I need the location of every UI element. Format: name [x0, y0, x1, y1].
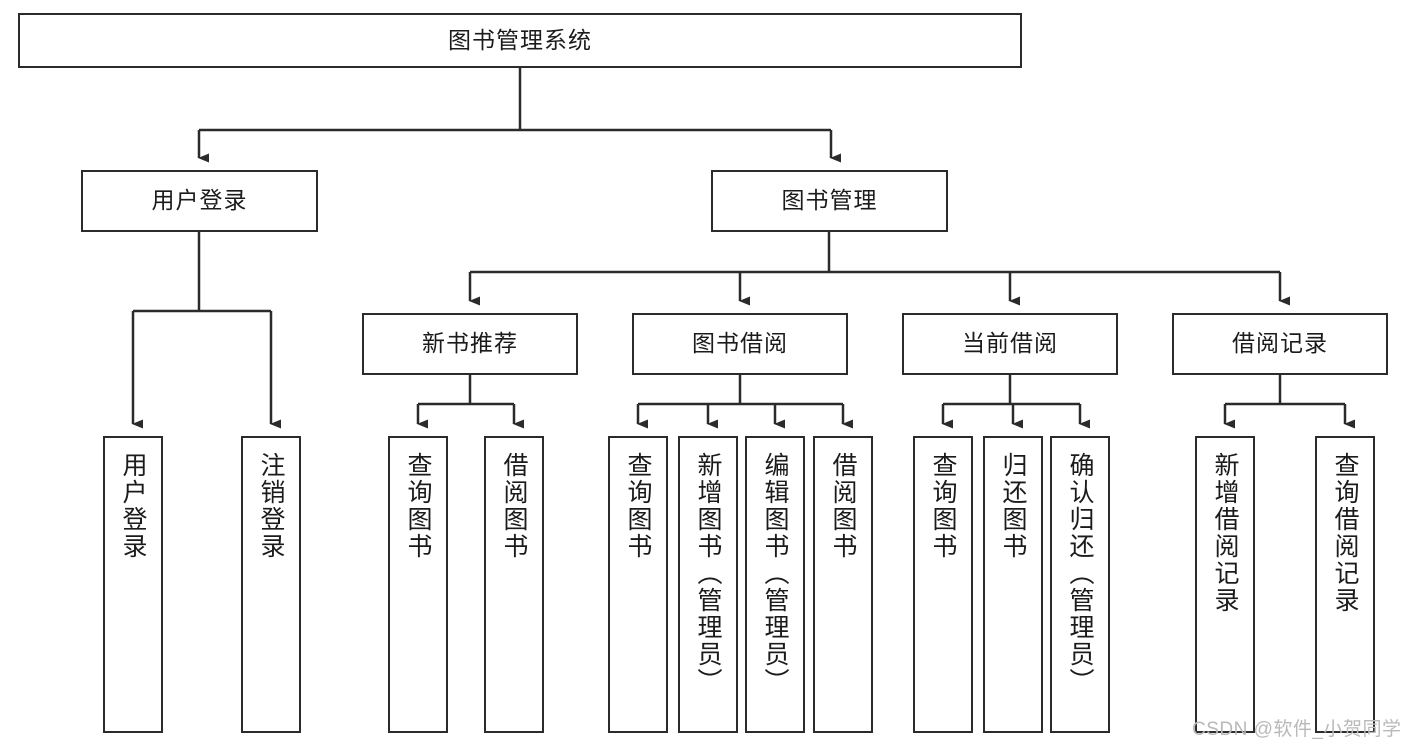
node-leaf-user-login[interactable]: 用户登录	[103, 436, 163, 733]
node-root[interactable]: 图书管理系统	[18, 13, 1022, 68]
node-user-login-label: 用户登录	[151, 187, 248, 214]
node-leaf-add-record[interactable]: 新增借阅记录	[1195, 436, 1255, 733]
node-root-label: 图书管理系统	[448, 26, 592, 53]
node-leaf-edit-book[interactable]: 编辑图书（管理员）	[745, 436, 805, 733]
node-leaf-borrow-book-1[interactable]: 借阅图书	[484, 436, 544, 733]
node-leaf-borrow-book-1-label: 借阅图书	[500, 452, 528, 560]
node-leaf-query-record[interactable]: 查询借阅记录	[1315, 436, 1375, 733]
node-leaf-confirm-return[interactable]: 确认归还（管理员）	[1050, 436, 1110, 733]
node-borrow-record-label: 借阅记录	[1232, 330, 1328, 357]
node-leaf-user-logout-label: 注销登录	[257, 452, 285, 560]
node-new-book-recommend[interactable]: 新书推荐	[362, 313, 578, 375]
node-book-borrow-label: 图书借阅	[692, 330, 788, 357]
node-book-manage-label: 图书管理	[781, 187, 878, 214]
node-leaf-add-record-label: 新增借阅记录	[1211, 452, 1239, 614]
node-user-login[interactable]: 用户登录	[81, 170, 318, 232]
node-book-manage[interactable]: 图书管理	[711, 170, 948, 232]
node-leaf-query-record-label: 查询借阅记录	[1331, 452, 1359, 614]
node-current-borrow-label: 当前借阅	[962, 330, 1058, 357]
node-new-book-recommend-label: 新书推荐	[422, 330, 518, 357]
node-book-borrow[interactable]: 图书借阅	[632, 313, 848, 375]
node-leaf-borrow-book-2-label: 借阅图书	[829, 452, 857, 560]
node-leaf-user-login-label: 用户登录	[119, 452, 147, 560]
node-leaf-query-book-3-label: 查询图书	[929, 452, 957, 560]
node-leaf-add-book-label: 新增图书（管理员）	[694, 452, 722, 695]
node-leaf-user-logout[interactable]: 注销登录	[241, 436, 301, 733]
node-leaf-add-book[interactable]: 新增图书（管理员）	[678, 436, 738, 733]
node-leaf-edit-book-label: 编辑图书（管理员）	[761, 452, 789, 695]
node-leaf-query-book-1[interactable]: 查询图书	[388, 436, 448, 733]
node-leaf-query-book-3[interactable]: 查询图书	[913, 436, 973, 733]
node-borrow-record[interactable]: 借阅记录	[1172, 313, 1388, 375]
csdn-watermark: CSDN @软件_小贺同学	[1192, 719, 1402, 740]
node-leaf-return-book[interactable]: 归还图书	[983, 436, 1043, 733]
node-leaf-query-book-2-label: 查询图书	[624, 452, 652, 560]
node-leaf-return-book-label: 归还图书	[999, 452, 1027, 560]
node-leaf-confirm-return-label: 确认归还（管理员）	[1066, 452, 1094, 695]
node-leaf-query-book-2[interactable]: 查询图书	[608, 436, 668, 733]
node-leaf-borrow-book-2[interactable]: 借阅图书	[813, 436, 873, 733]
node-leaf-query-book-1-label: 查询图书	[404, 452, 432, 560]
node-current-borrow[interactable]: 当前借阅	[902, 313, 1118, 375]
